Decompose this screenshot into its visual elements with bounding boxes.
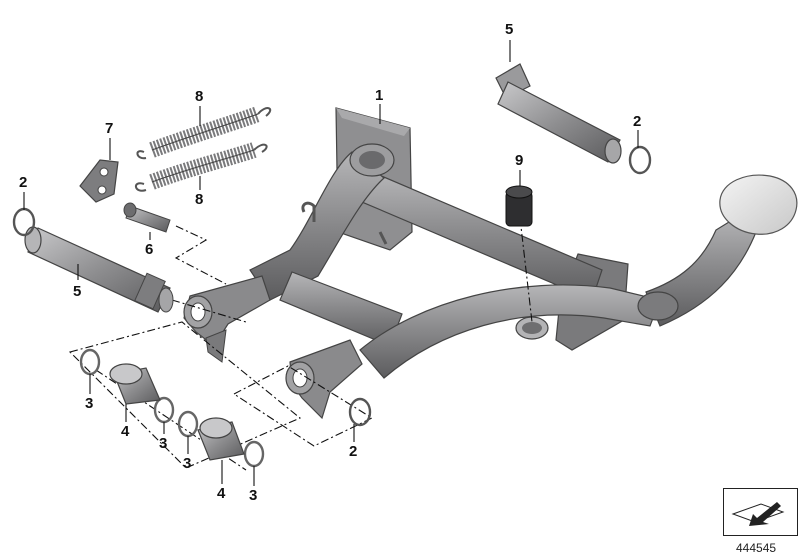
callout-4-bushing-a: 4 bbox=[121, 423, 130, 440]
callout-5-right-pin: 5 bbox=[505, 21, 514, 38]
reference-number: 444545 bbox=[736, 541, 777, 555]
main-stand-frame bbox=[183, 107, 798, 420]
callout-3-washer-d: 3 bbox=[249, 487, 258, 504]
exploded-view-arrow-icon[interactable] bbox=[723, 488, 798, 536]
callout-2-left-circlip: 2 bbox=[19, 174, 28, 191]
callout-leaders bbox=[23, 40, 639, 486]
callout-3-washer-a: 3 bbox=[85, 395, 94, 412]
callout-8-upper-spring: 8 bbox=[195, 88, 204, 105]
callout-6: 6 bbox=[145, 241, 154, 258]
rubber-buffer bbox=[505, 185, 533, 227]
bushings bbox=[109, 363, 245, 461]
callout-4-bushing-b: 4 bbox=[217, 485, 226, 502]
callout-8-lower-spring: 8 bbox=[195, 191, 204, 208]
pin-left bbox=[24, 226, 174, 313]
callout-2-right-circlip: 2 bbox=[633, 113, 642, 130]
callout-9: 9 bbox=[515, 152, 524, 169]
callout-1: 1 bbox=[375, 87, 384, 104]
callout-5-left-pin: 5 bbox=[73, 283, 82, 300]
callout-3-washer-c: 3 bbox=[183, 455, 192, 472]
callout-7: 7 bbox=[105, 120, 114, 137]
callout-2-center-circlip: 2 bbox=[349, 443, 358, 460]
springs bbox=[135, 106, 272, 192]
bolt bbox=[123, 202, 171, 233]
callout-3-washer-b: 3 bbox=[159, 435, 168, 452]
pin-right bbox=[495, 63, 622, 164]
bracket-plate bbox=[79, 159, 119, 203]
